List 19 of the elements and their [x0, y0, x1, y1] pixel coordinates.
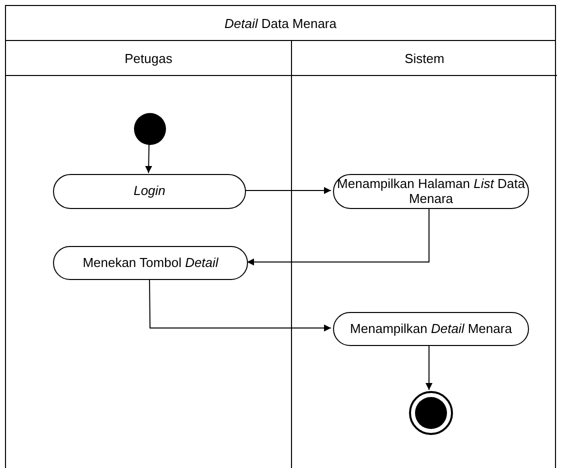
- pool-title: Detail Data Menara: [224, 16, 336, 30]
- end-node: [409, 391, 453, 435]
- action-label: Menampilkan Halaman List Data Menara: [336, 176, 526, 206]
- action-box: [53, 246, 248, 280]
- start-node: [134, 113, 166, 145]
- swimlane-lane: [291, 41, 557, 468]
- action-label: Menampilkan Detail Menara: [350, 322, 512, 336]
- action-box: [53, 174, 246, 209]
- action-box: [333, 312, 529, 346]
- action-label: Login: [134, 184, 166, 199]
- action-label: Menekan Tombol Detail: [82, 256, 218, 270]
- arrow: [426, 344, 432, 390]
- arrow: [246, 208, 430, 266]
- swimlane-pool: [5, 5, 556, 468]
- lane-title: Petugas: [124, 50, 172, 66]
- arrow: [149, 278, 332, 332]
- arrow: [244, 187, 332, 194]
- arrow: [145, 144, 152, 174]
- lane-title: Sistem: [404, 50, 444, 66]
